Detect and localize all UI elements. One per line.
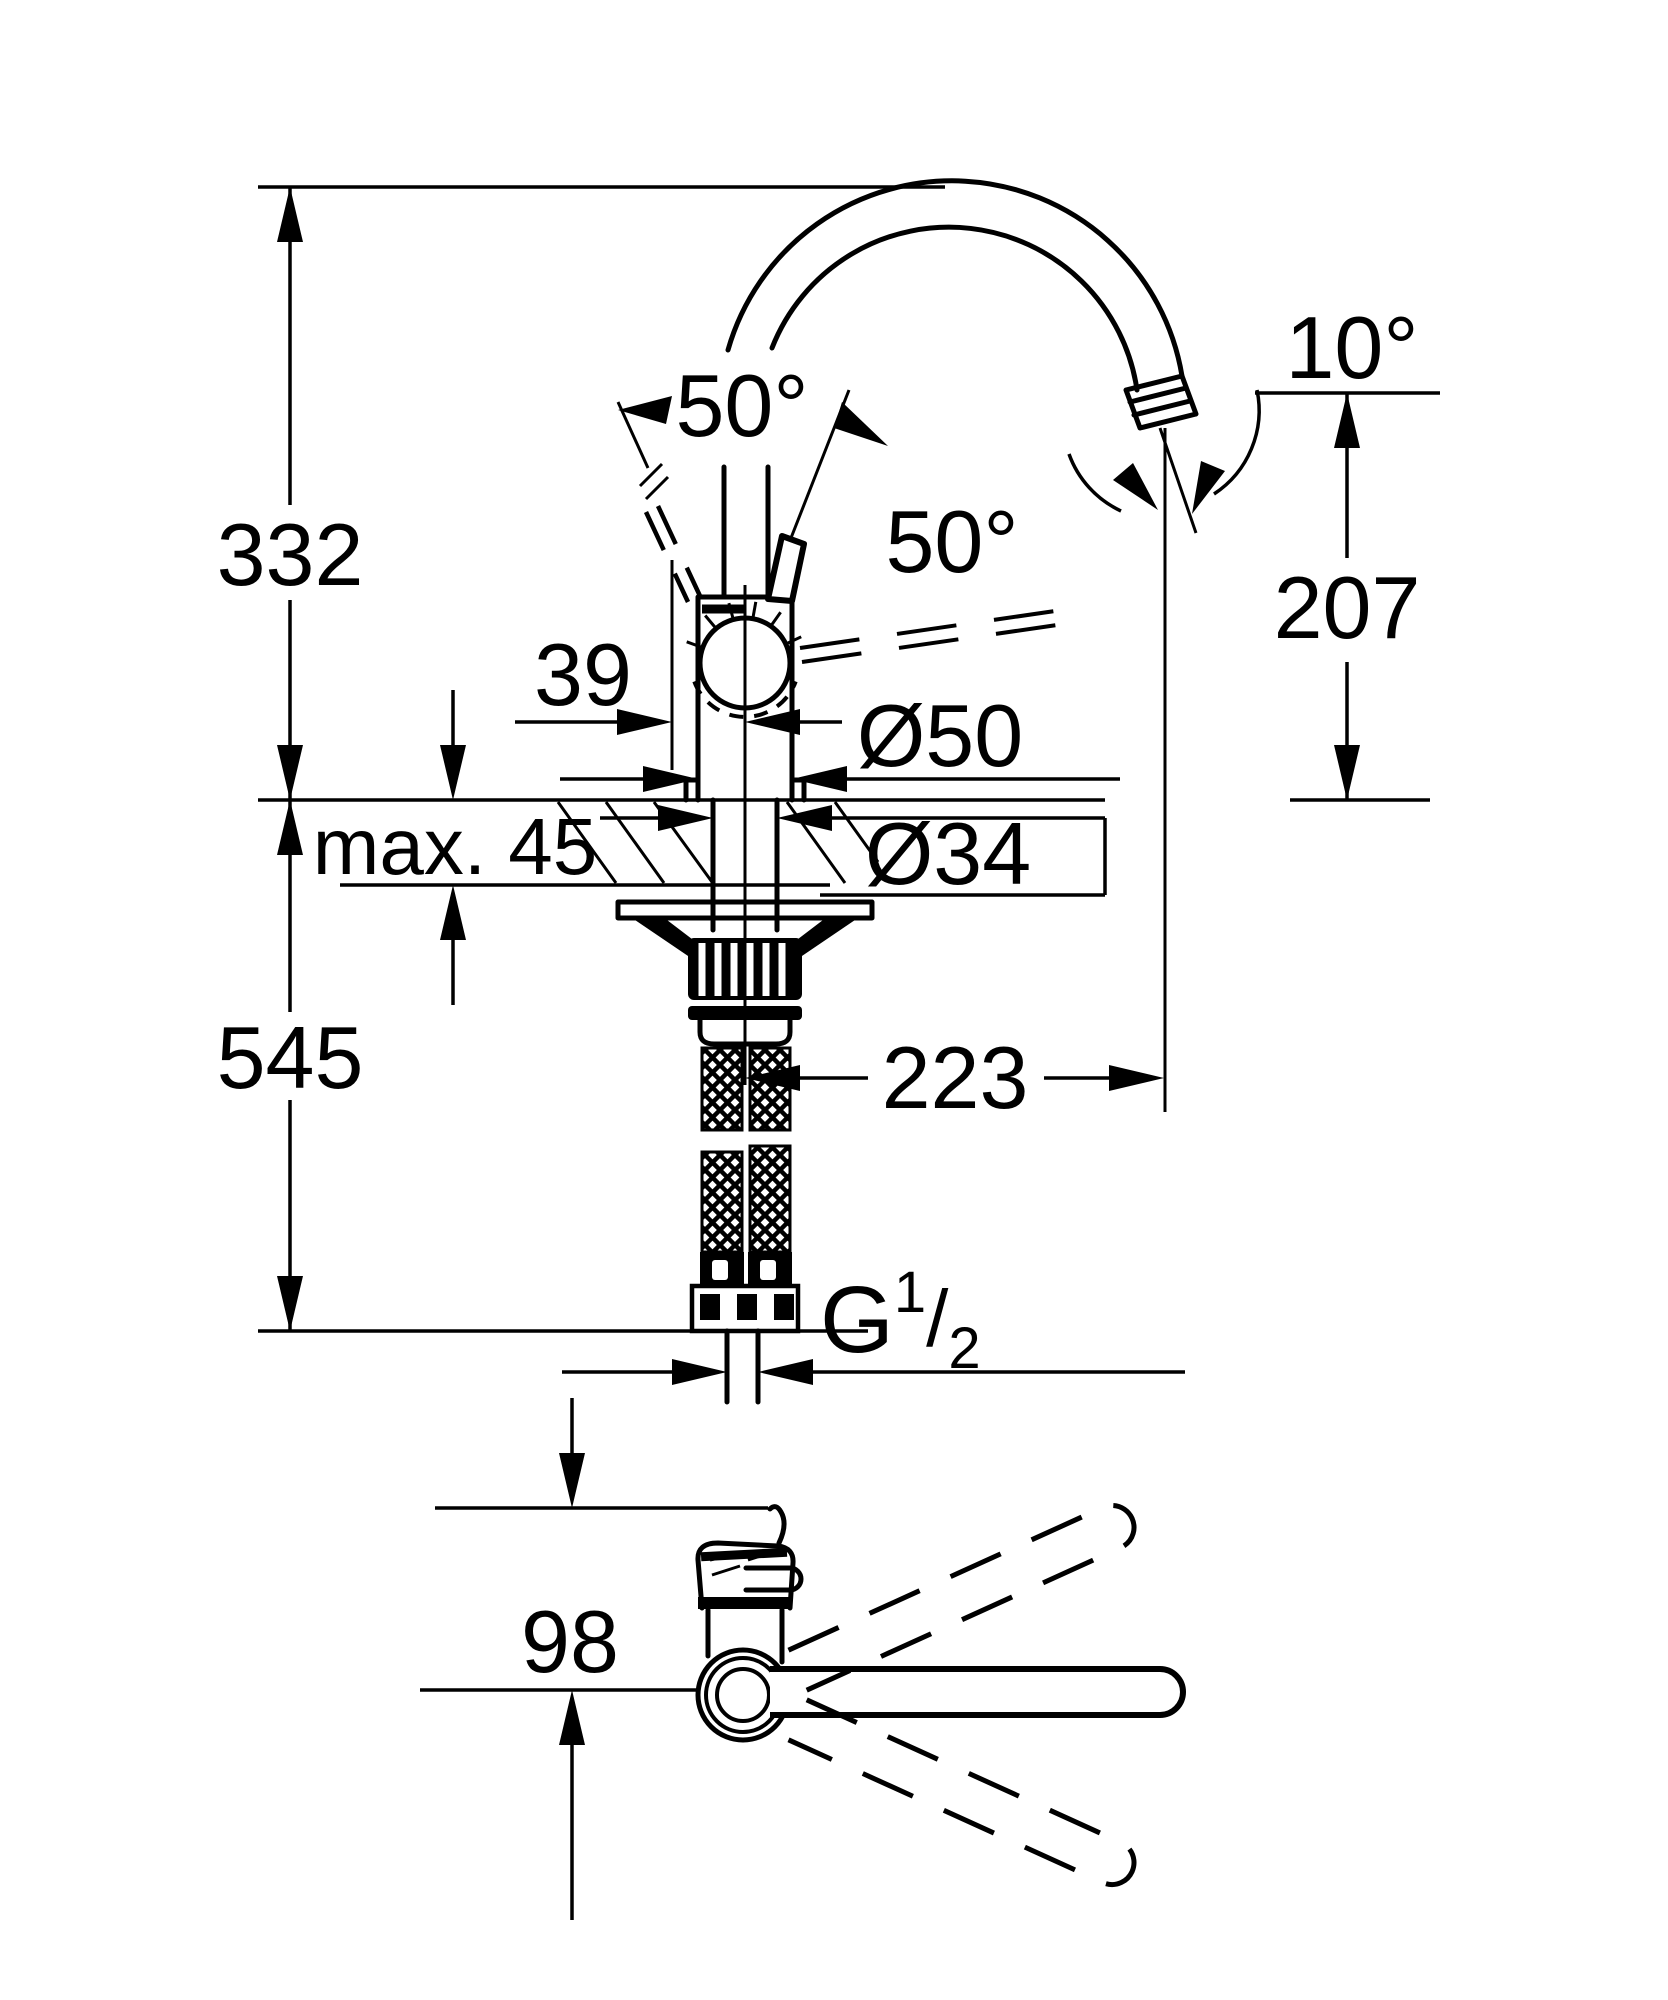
swing-right-label: 50° (885, 492, 1018, 591)
top-view-lever-knob (743, 1565, 804, 1593)
spout-reach-label: 223 (882, 1028, 1029, 1127)
dim-offset-39: 39 (515, 625, 842, 735)
dim-deck-thickness: max. 45 (313, 690, 598, 1005)
deck-thickness-label: max. 45 (313, 802, 598, 891)
dim-swing-right-50: 50° (834, 402, 1019, 591)
dim-hole-diameter: Ø34 (600, 804, 1107, 903)
top-view: 98 (420, 1398, 1186, 1920)
height-overall-label: 332 (217, 505, 364, 604)
dim-thread-g12: G1/2 (562, 1260, 1185, 1385)
top-view-spout-arm (770, 1666, 1186, 1718)
dim-swing-left-50: 50° (618, 356, 809, 455)
mounting-hardware (615, 797, 875, 1047)
hole-diameter-label: Ø34 (865, 804, 1031, 903)
swing-left-label: 50° (675, 356, 808, 455)
dim-body-diameter: Ø50 (560, 686, 1120, 792)
faucet-body (683, 585, 807, 1085)
top-view-lever-tip (767, 1504, 787, 1546)
thread-pipe (724, 1328, 761, 1405)
dim-below-deck-545: 545 (217, 800, 364, 1331)
side-view: 50° 50° 10° (217, 178, 1440, 1405)
body-diameter-label: Ø50 (857, 686, 1023, 785)
spout-height-label: 207 (1274, 558, 1421, 657)
lever-swing-dashed (616, 389, 1065, 664)
spout-outline (721, 178, 1185, 600)
top-view-swivel-collar (695, 1647, 791, 1743)
dim-depth-98: 98 (521, 1398, 619, 1920)
dim-height-332: 332 (217, 187, 364, 800)
spout-outlet (1123, 373, 1199, 534)
top-view-swing-range (787, 1502, 1137, 1888)
dim-outlet-angle-10: 10° (1067, 298, 1440, 514)
supply-hoses (689, 1046, 801, 1405)
counter-hatching (556, 801, 880, 884)
dim-spout-reach-223: 223 (745, 1028, 1164, 1127)
top-view-body (695, 1504, 804, 1665)
depth-label: 98 (521, 1592, 619, 1691)
outlet-angle-label: 10° (1285, 298, 1418, 397)
handle-lever (765, 533, 807, 604)
ball-hatch-ticks (686, 601, 802, 650)
dim-spout-height-207: 207 (1274, 393, 1421, 800)
offset-label: 39 (534, 625, 632, 724)
below-deck-label: 545 (217, 1008, 364, 1107)
thread-label: G1/2 (820, 1260, 981, 1381)
